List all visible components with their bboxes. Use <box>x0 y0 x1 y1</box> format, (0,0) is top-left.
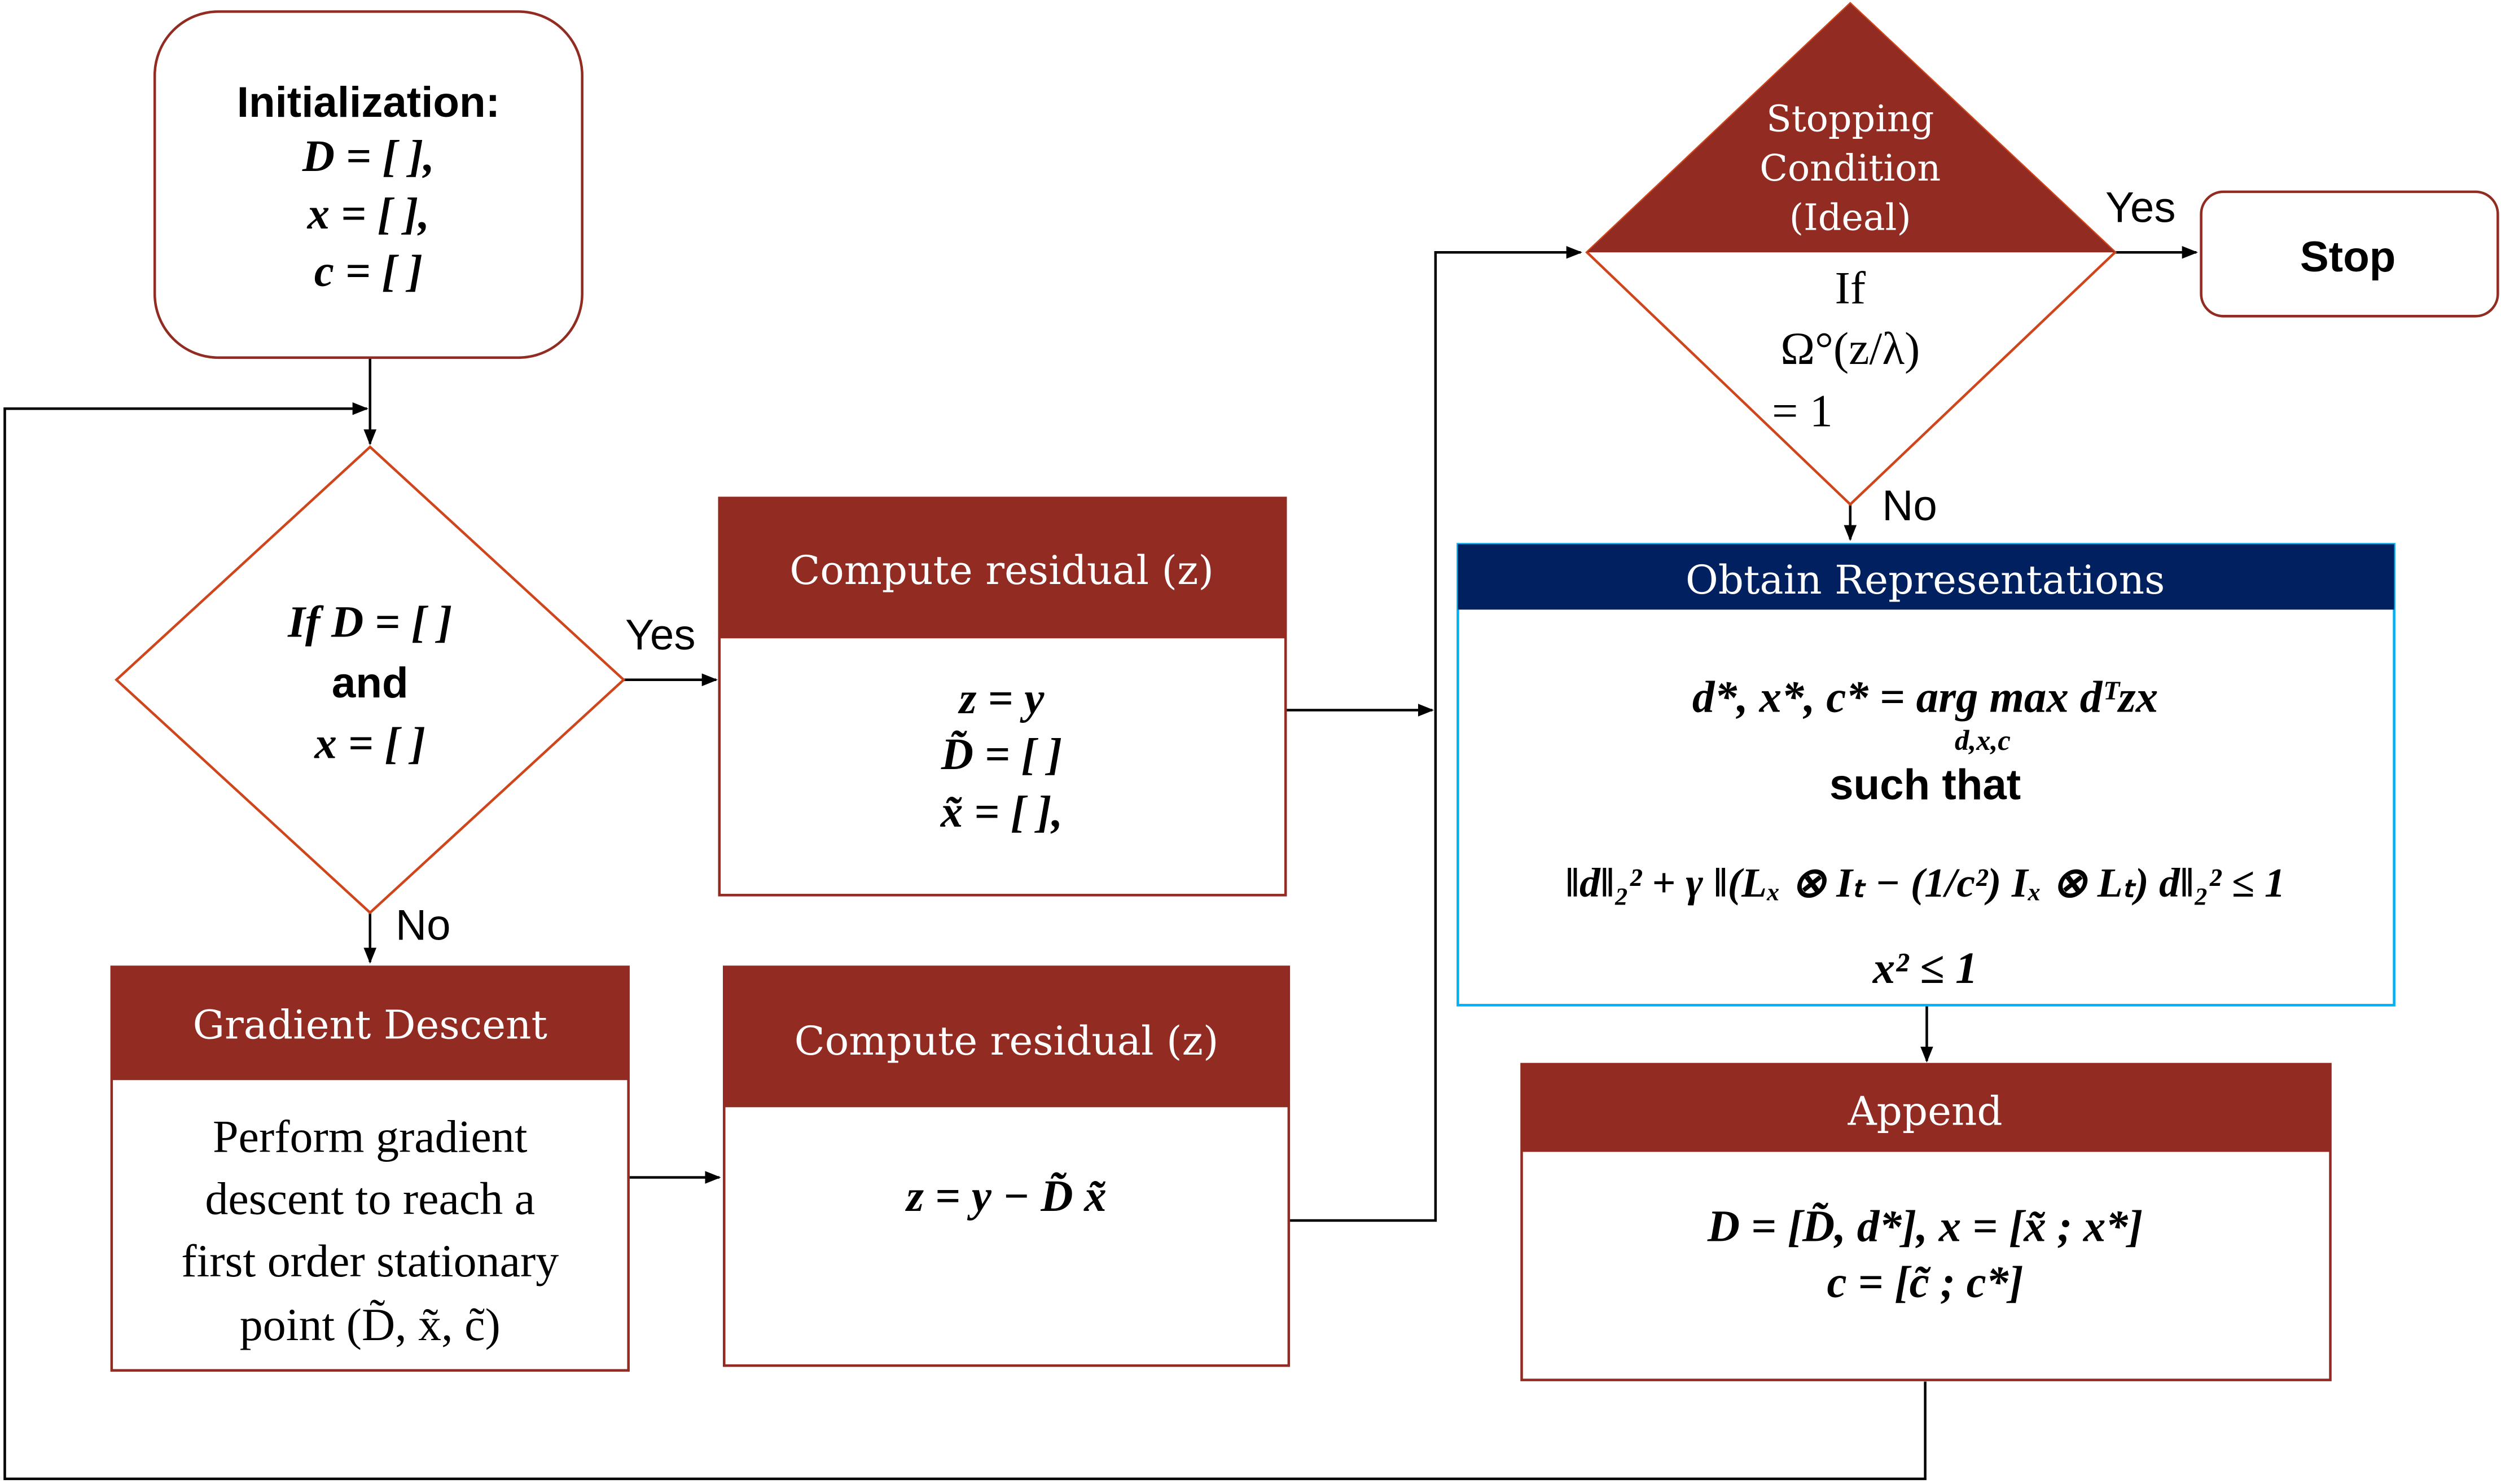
no-label: No <box>1882 482 1937 530</box>
connectors <box>3 245 2198 1481</box>
init-box: Initialization: D = [ ], x = [ ], c = [ … <box>153 10 583 359</box>
append-box: Append D = [D̃, d*], x = [x̃ ; x*] c = [… <box>1520 1062 2332 1381</box>
decision-diamond-shape <box>114 445 626 915</box>
compute-residual-box-1: Compute residual (z) z = y D̃ = [ ] x̃ =… <box>718 497 1287 897</box>
such-that-label: such that <box>1829 761 2021 809</box>
yes-label: Yes <box>625 611 695 659</box>
residual1-title: Compute residual (z) <box>789 547 1214 594</box>
init-box-frame <box>153 10 583 359</box>
obtain-frame <box>1456 543 2395 1007</box>
stop-label: Stop <box>2300 233 2396 281</box>
arrow-to-stopping <box>1288 245 1582 1222</box>
gradient-title: Gradient Descent <box>193 1002 547 1048</box>
compute-residual-box-2: Compute residual (z) z = y − D̃ x̃ <box>722 965 1291 1367</box>
residual2-line: z = y − D̃ x̃ <box>905 1171 1107 1221</box>
residual1-line: x̃ = [ ], <box>940 787 1063 837</box>
init-title: Initialization: <box>237 78 500 126</box>
stopping-condition-diamond: Stopping Condition (Ideal) If Ω°(z/λ) = … <box>1585 2 2175 530</box>
stop-frame <box>2200 190 2499 318</box>
stopping-title: (Ideal) <box>1789 197 1911 239</box>
obtain-representations-box: Obtain Representations d*, x*, c* = arg … <box>1456 543 2395 1007</box>
stopping-title: Condition <box>1760 147 1941 190</box>
stop-box: Stop <box>2200 190 2499 318</box>
append-line: c = [c̃ ; c*] <box>1827 1258 2024 1307</box>
stopping-title: Stopping <box>1766 98 1934 140</box>
append-header <box>1521 1064 2331 1152</box>
gradient-line: point (D̃, x̃, c̃) <box>240 1299 501 1350</box>
residual2-header <box>724 967 1289 1108</box>
gradient-line: Perform gradient <box>213 1110 528 1162</box>
residual1-header <box>719 498 1286 639</box>
residual2-title: Compute residual (z) <box>795 1017 1219 1064</box>
append-title: Append <box>1848 1087 2003 1134</box>
obtain-title: Obtain Representations <box>1686 556 2165 603</box>
objective-formula: d*, x*, c* = arg max dᵀzx <box>1692 672 2158 722</box>
obtain-header <box>1458 544 2394 610</box>
decision-line: If D = [ ] <box>287 597 452 647</box>
constraint-formula-2: x² ≤ 1 <box>1872 943 1978 993</box>
loop-arrow <box>3 402 1927 1481</box>
constraint-formula-1: ‖d‖₂² + γ ‖(Lₓ ⊗ Iₜ − (1/c²) Iₓ ⊗ Lₜ) d‖… <box>1565 860 2285 906</box>
stopping-line: If <box>1835 262 1866 314</box>
gradient-line: descent to reach a <box>205 1173 535 1224</box>
residual1-line: z = y <box>958 674 1045 723</box>
init-line: c = [ ] <box>314 247 423 296</box>
gradient-descent-box: Gradient Descent Perform gradient descen… <box>110 965 630 1372</box>
gradient-header <box>111 967 629 1081</box>
no-label: No <box>396 901 451 949</box>
decision-line: x = [ ] <box>314 718 425 768</box>
yes-label: Yes <box>2105 184 2175 232</box>
argmax-subscript: d,x,c <box>1955 725 2011 757</box>
stopping-line: = 1 <box>1772 385 1833 436</box>
init-line: x = [ ], <box>307 189 429 239</box>
stopping-line: Ω°(z/λ) <box>1780 323 1920 374</box>
append-line: D = [D̃, d*], x = [x̃ ; x*] <box>1707 1202 2143 1252</box>
init-line: D = [ ], <box>302 131 435 181</box>
decision-line: and <box>332 659 409 707</box>
stopping-diamond-header <box>1587 3 2115 253</box>
gradient-line: first order stationary <box>181 1235 559 1287</box>
decision-diamond: If D = [ ] and x = [ ] Yes No <box>114 445 695 949</box>
residual1-line: D̃ = [ ] <box>941 730 1062 779</box>
